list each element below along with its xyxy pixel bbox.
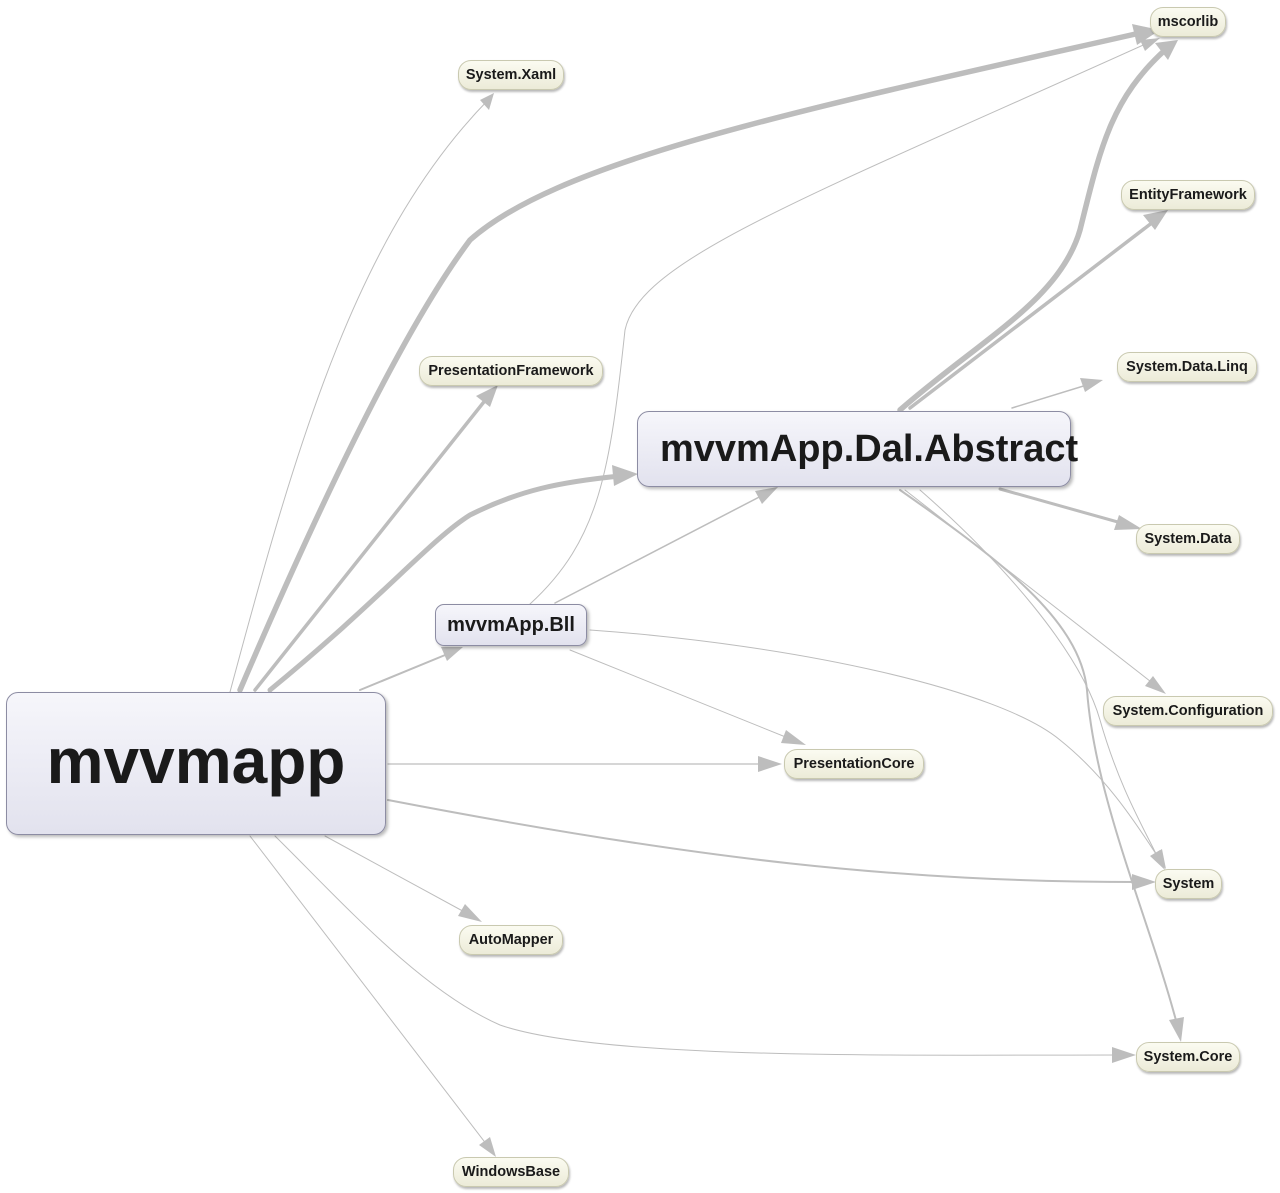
edge-mvvmapp-automapper (324, 835, 471, 916)
edge-dal-system (919, 489, 1161, 863)
node-system-xaml[interactable]: System.Xaml (458, 60, 564, 90)
edge-mvvmapp-system-core (274, 835, 1121, 1056)
node-label: PresentationFramework (428, 363, 594, 379)
arrowhead (781, 730, 806, 745)
edge-dal-entity-framework (908, 220, 1155, 410)
arrowhead (458, 904, 482, 922)
node-label: System.Data (1144, 531, 1232, 547)
edge-dal-system-data-linq (1011, 383, 1091, 409)
node-label: mscorlib (1157, 14, 1219, 30)
node-label: System.Data.Linq (1126, 359, 1248, 375)
node-label: AutoMapper (468, 932, 554, 948)
arrowhead (1080, 378, 1103, 392)
node-mvvmapp-dal-abstract[interactable]: mvvmApp.Dal.Abstract (637, 411, 1078, 487)
edge-bll-dal-abstract (554, 493, 766, 604)
arrowhead (1114, 515, 1142, 530)
node-label: mvvmApp.Bll (447, 613, 575, 636)
node-label: System (1162, 876, 1215, 892)
arrowhead (612, 465, 638, 486)
node-system-configuration[interactable]: System.Configuration (1103, 696, 1273, 726)
node-automapper[interactable]: AutoMapper (459, 925, 563, 955)
edge-bll-mscorlib (529, 41, 1151, 605)
edge-mvvmapp-bll (359, 652, 451, 691)
arrowhead (1132, 874, 1156, 890)
arrowhead (1169, 1017, 1184, 1042)
edge-dal-system-data (998, 487, 1127, 526)
arrowhead (441, 647, 463, 661)
node-label: System.Xaml (465, 67, 557, 83)
node-label: PresentationCore (793, 756, 915, 772)
edge-bll-system (589, 629, 1161, 861)
arrowhead (476, 385, 498, 407)
node-label: mvvmApp.Dal.Abstract (660, 427, 1079, 470)
node-system-core[interactable]: System.Core (1136, 1042, 1240, 1072)
edge-bll-presentation-core (569, 649, 794, 741)
edge-mvvmapp-system (387, 799, 1141, 883)
arrowhead (1143, 210, 1168, 230)
node-windowsbase[interactable]: WindowsBase (453, 1157, 569, 1187)
arrowhead (1112, 1047, 1136, 1063)
node-presentation-framework[interactable]: PresentationFramework (419, 356, 603, 386)
node-label: WindowsBase (461, 1164, 561, 1180)
edge-mvvmapp-presentation-framework (253, 396, 489, 692)
node-label: EntityFramework (1129, 187, 1247, 203)
arrowhead (1145, 676, 1166, 694)
edge-dal-system-core (899, 489, 1179, 1029)
node-mscorlib[interactable]: mscorlib (1150, 7, 1226, 37)
arrowhead (480, 93, 494, 110)
arrowhead (1150, 850, 1165, 870)
arrowhead (1155, 40, 1178, 60)
node-mvvmapp-bll[interactable]: mvvmApp.Bll (435, 604, 587, 646)
edge-mvvmapp-dal-abstract (267, 473, 623, 693)
node-entity-framework[interactable]: EntityFramework (1121, 180, 1255, 210)
arrowhead (755, 487, 778, 504)
node-mvvmapp[interactable]: mvvmapp (6, 692, 386, 835)
node-system-data-linq[interactable]: System.Data.Linq (1117, 352, 1257, 382)
edge-mvvmapp-system-xaml (229, 97, 491, 693)
node-presentation-core[interactable]: PresentationCore (784, 749, 924, 779)
arrowhead (1140, 38, 1160, 51)
arrowhead (758, 756, 782, 772)
edge-mvvmapp-windowsbase (249, 835, 488, 1146)
node-label: System.Configuration (1112, 703, 1264, 719)
edge-mvvmapp-mscorlib (237, 30, 1143, 693)
node-label: mvvmapp (46, 724, 346, 797)
edge-dal-mscorlib (897, 47, 1168, 413)
arrowhead (479, 1137, 496, 1157)
node-system[interactable]: System (1155, 869, 1222, 899)
node-system-data[interactable]: System.Data (1136, 524, 1240, 554)
node-label: System.Core (1143, 1049, 1233, 1065)
